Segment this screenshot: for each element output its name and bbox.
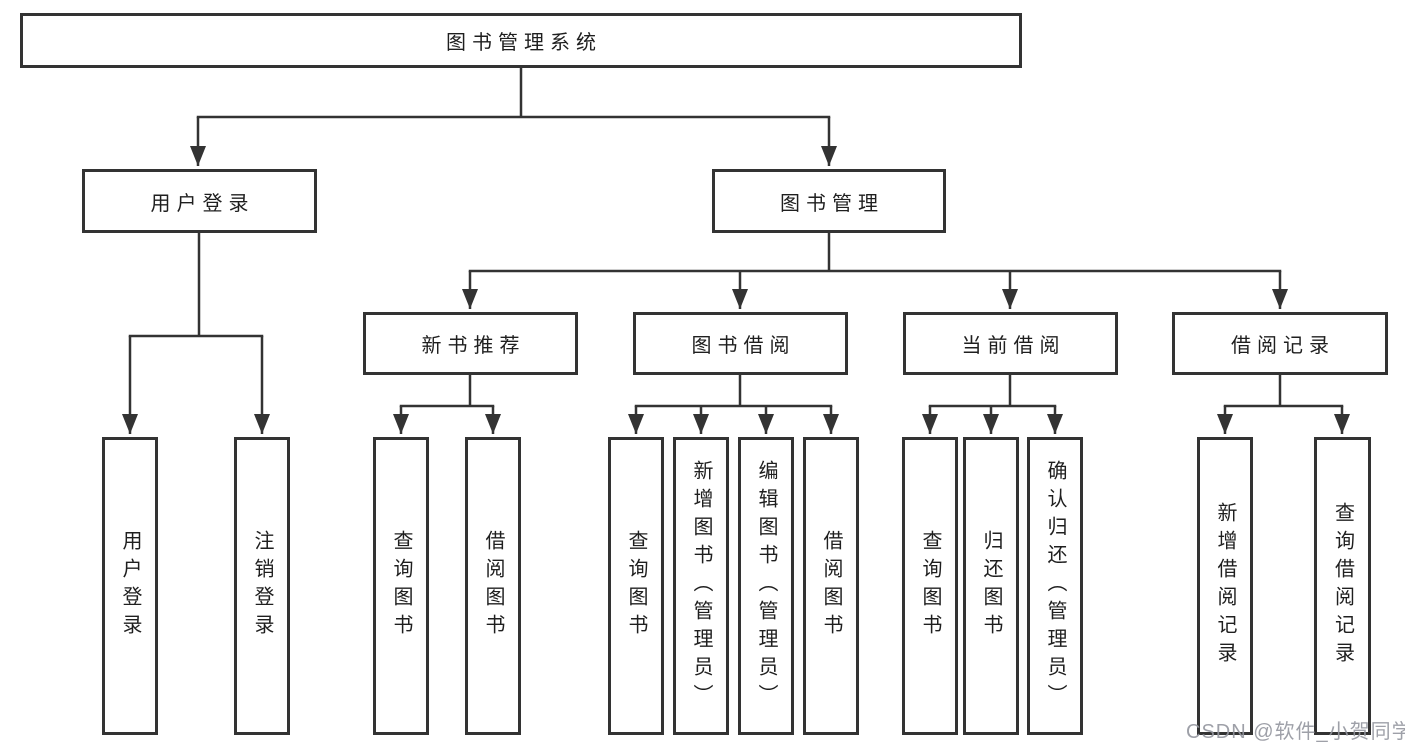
- node-leaf-nb-query-book-label: 查询图书: [390, 530, 412, 642]
- node-leaf-cb-return-book-label: 归还图书: [980, 530, 1002, 642]
- node-book-management-label: 图书管理: [780, 192, 884, 215]
- node-leaf-br-query-record: 查询借阅记录: [1314, 437, 1371, 735]
- node-user-login: 用户登录: [82, 169, 317, 233]
- node-leaf-br-query-record-label: 查询借阅记录: [1331, 502, 1354, 670]
- node-leaf-bb-query-book: 查询图书: [608, 437, 664, 735]
- node-leaf-cb-return-book: 归还图书: [963, 437, 1019, 735]
- watermark: CSDN @软件_小贺同学: [1186, 721, 1405, 743]
- node-leaf-bb-edit-book-label: 编辑图书（管理员）: [755, 460, 777, 712]
- node-leaf-bb-add-book: 新增图书（管理员）: [673, 437, 729, 735]
- node-leaf-nb-query-book: 查询图书: [373, 437, 429, 735]
- node-leaf-br-add-record-label: 新增借阅记录: [1214, 502, 1236, 670]
- node-book-management: 图书管理: [712, 169, 946, 233]
- node-leaf-cb-query-book-label: 查询图书: [919, 530, 941, 642]
- node-root-label: 图书管理系统: [446, 32, 602, 54]
- node-leaf-user-login: 用户登录: [102, 437, 158, 735]
- node-leaf-bb-borrow-book: 借阅图书: [803, 437, 859, 735]
- node-leaf-logout: 注销登录: [234, 437, 290, 735]
- node-user-login-label: 用户登录: [150, 192, 255, 215]
- node-leaf-bb-borrow-book-label: 借阅图书: [820, 530, 842, 642]
- node-borrow-records: 借阅记录: [1172, 312, 1388, 375]
- node-leaf-user-login-label: 用户登录: [119, 530, 141, 642]
- node-leaf-nb-borrow-book: 借阅图书: [465, 437, 521, 735]
- node-leaf-cb-confirm-return: 确认归还（管理员）: [1027, 437, 1083, 735]
- node-leaf-nb-borrow-book-label: 借阅图书: [482, 530, 504, 642]
- node-current-borrowing: 当前借阅: [903, 312, 1118, 375]
- node-leaf-bb-edit-book: 编辑图书（管理员）: [738, 437, 794, 735]
- node-leaf-bb-add-book-label: 新增图书（管理员）: [690, 460, 712, 712]
- node-root: 图书管理系统: [20, 13, 1022, 68]
- node-book-borrowing: 图书借阅: [633, 312, 848, 375]
- node-new-book-recommend-label: 新书推荐: [421, 335, 526, 357]
- node-leaf-cb-confirm-return-label: 确认归还（管理员）: [1044, 460, 1066, 712]
- node-borrow-records-label: 借阅记录: [1231, 335, 1335, 357]
- node-leaf-bb-query-book-label: 查询图书: [625, 530, 647, 642]
- node-book-borrowing-label: 图书借阅: [691, 335, 796, 357]
- node-leaf-br-add-record: 新增借阅记录: [1197, 437, 1253, 735]
- node-new-book-recommend: 新书推荐: [363, 312, 578, 375]
- node-current-borrowing-label: 当前借阅: [961, 335, 1066, 357]
- node-leaf-cb-query-book: 查询图书: [902, 437, 958, 735]
- node-leaf-logout-label: 注销登录: [251, 530, 273, 642]
